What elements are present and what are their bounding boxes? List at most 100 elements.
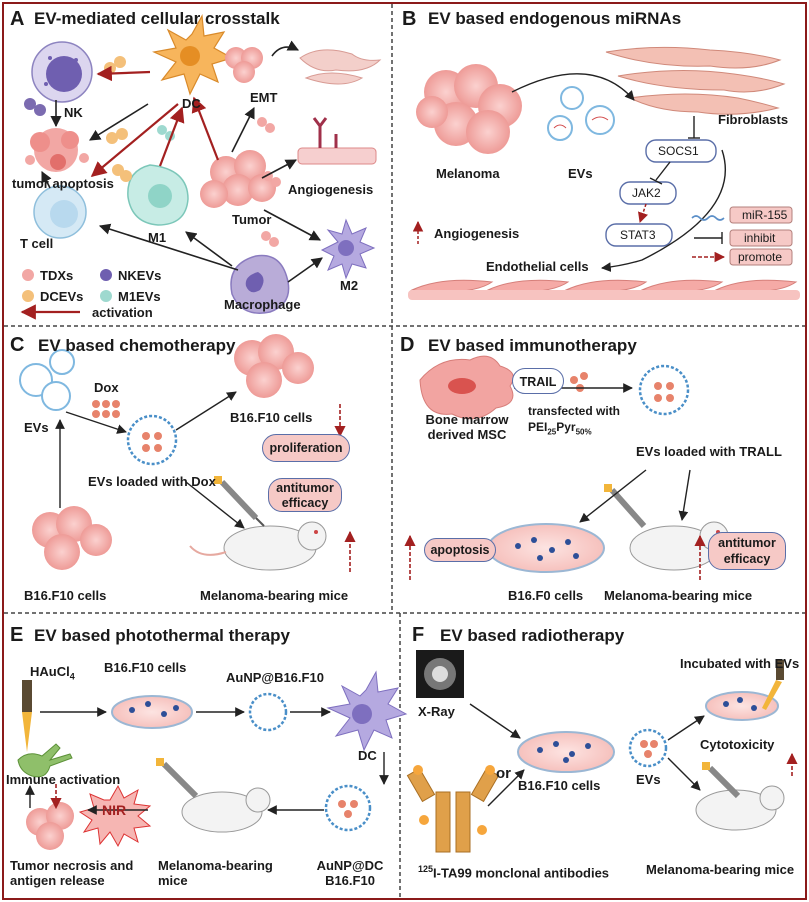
pei-text: PEI (528, 420, 548, 434)
apoptosis-pill: apoptosis (424, 538, 496, 562)
label-endothelial: Endothelial cells (486, 259, 589, 274)
label-c-loaded: EVs loaded with Dox (88, 474, 216, 489)
label-t-cell: T cell (20, 236, 54, 251)
label-socs1: SOCS1 (658, 144, 699, 158)
trail-pill: TRAIL (512, 368, 564, 394)
label-c-mice: Melanoma-bearing mice (200, 588, 349, 603)
panel-e-letter: E (10, 624, 24, 646)
syringe-icon-c (214, 476, 265, 527)
petri-dish-f-icon (517, 731, 615, 773)
label-macrophage: Macrophage (224, 297, 301, 312)
macrophage-icon (230, 254, 290, 314)
label-stat3: STAT3 (620, 228, 656, 242)
antibody-icon (406, 765, 500, 853)
panel-d-graphics (404, 355, 729, 580)
label-emt: EMT (250, 90, 278, 105)
t-cell-icon (33, 185, 87, 239)
label-antibodies: 125I-TA99 monclonal antibodies (418, 862, 609, 880)
antibodies-sup: 125 (418, 864, 434, 874)
panel-f-graphics (406, 650, 798, 853)
pei-sub1: 25 (547, 427, 557, 437)
syringe-icon-e (156, 758, 199, 799)
tumor-cluster-c-top-icon (234, 334, 314, 398)
panel-dividers (4, 4, 805, 898)
syringe-icon-d (604, 484, 647, 528)
aunp-ev-icon (248, 692, 288, 732)
panel-a-letter: A (10, 8, 25, 30)
panel-e-title: EV based photothermal therapy (34, 626, 290, 645)
petri-dish-f2-icon (705, 691, 779, 721)
stat3-box (605, 223, 673, 247)
petri-dish-e-icon (111, 695, 193, 729)
label-tumor-apoptosis: tumor apoptosis (12, 176, 114, 191)
legend-tdxs: TDXs (40, 268, 74, 283)
msc-cell-icon (419, 355, 514, 420)
panel-d-letter: D (400, 334, 415, 356)
apoptotic-tumor-icon (25, 128, 89, 172)
angiogenesis-vessel-icon (297, 117, 377, 165)
label-d-mice: Melanoma-bearing mice (604, 588, 753, 603)
mouse-icon-c (189, 521, 327, 571)
panel-c-graphics (19, 334, 356, 572)
label-e-b16: B16.F10 cells (104, 660, 187, 675)
c-antitumor-pill: antitumor efficacy (268, 478, 342, 512)
label-e-mice: Melanoma-bearing mice (158, 858, 273, 888)
immune-cell-icon (17, 743, 73, 778)
nkev-dots-icon (24, 98, 46, 116)
label-f-evs: EVs (636, 772, 661, 787)
legend-activation: activation (92, 305, 153, 320)
panel-a-graphics (20, 14, 382, 320)
legend-inhibit: inhibit (744, 231, 776, 245)
pipette-icon-e (22, 680, 32, 752)
panel-d-title: EV based immunotherapy (428, 336, 637, 355)
syringe-icon-f (702, 762, 741, 799)
label-c-b16-top: B16.F10 cells (230, 410, 313, 425)
label-fibroblasts: Fibroblasts (718, 112, 789, 127)
label-melanoma: Melanoma (436, 166, 500, 181)
legend-m1evs: M1EVs (118, 289, 161, 304)
loaded-ev-e-icon (324, 784, 372, 832)
legend-nkevs: NKEVs (118, 268, 162, 283)
loaded-ev-d-icon (638, 364, 690, 416)
xray-icon (416, 650, 464, 698)
label-dox: Dox (94, 380, 119, 395)
label-b-evs: EVs (568, 166, 593, 181)
label-pei: PEI25Pyr50% (528, 420, 592, 439)
panel-c-letter: C (10, 334, 25, 356)
proliferation-pill: proliferation (262, 434, 350, 462)
panel-a-title: EV-mediated cellular crosstalk (34, 9, 280, 28)
necrotic-tumor-icon (26, 802, 74, 850)
pei-sub2: 50% (575, 427, 592, 437)
nk-cell-icon (31, 41, 93, 103)
label-cytotoxicity: Cytotoxicity (700, 737, 775, 752)
label-d-loaded: EVs loaded with TRALL (636, 444, 782, 459)
label-tumor: Tumor (232, 212, 272, 227)
label-incubated: Incubated with EVs (680, 656, 800, 671)
pyr-text: Pyr (556, 420, 576, 434)
panel-b-letter: B (402, 8, 417, 30)
label-dc: DC (182, 96, 201, 111)
trail-dots-icon (570, 372, 588, 392)
label-nir: NIR (102, 802, 127, 818)
panel-e-graphics (17, 670, 408, 850)
extracellular-vesicle-icon (547, 86, 615, 141)
tumor-cluster-c-bottom-icon (32, 506, 112, 570)
label-necrosis: Tumor necrosis and antigen release (10, 858, 134, 888)
mouse-icon-f (695, 785, 785, 831)
panel-c-title: EV based chemotherapy (38, 336, 236, 355)
label-e-dc: DC (358, 748, 377, 763)
m1-macrophage-icon (127, 164, 189, 226)
jak2-box (619, 181, 677, 205)
mouse-icon-e (181, 787, 271, 833)
label-bm-msc: Bone marrow derived MSC (425, 412, 509, 442)
nir-star-icon (78, 784, 152, 848)
label-m1: M1 (148, 230, 167, 245)
label-f-b16: B16.F10 cells (518, 778, 601, 793)
label-immune: Immune activation (6, 772, 121, 787)
haucl-sub: 4 (69, 671, 75, 682)
socs1-box (645, 139, 717, 163)
dendritic-cell-icon (152, 14, 234, 96)
label-c-evs: EVs (24, 420, 49, 435)
